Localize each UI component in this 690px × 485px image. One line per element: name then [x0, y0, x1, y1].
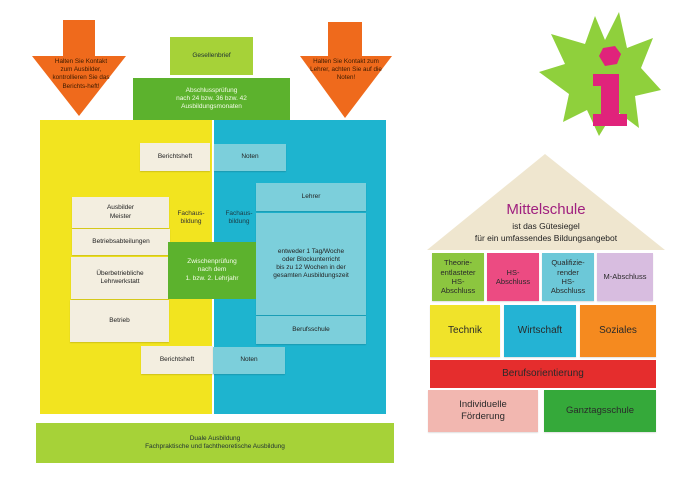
duale-ausbildung-card: Duale Ausbildung Fachpraktische und fach… [36, 423, 394, 463]
info-badge [539, 12, 661, 136]
lehrer-card: Lehrer [256, 183, 366, 211]
noten-bottom-label: Noten [240, 356, 258, 364]
house-card-wirtschaft: Wirtschaft [504, 305, 576, 357]
info-icon [593, 74, 627, 126]
gesellenbrief-label: Gesellenbrief [192, 51, 231, 59]
betriebsabteilungen-card: Betriebsabteilungen [72, 229, 170, 255]
arrow-right [300, 22, 392, 118]
berichtsheft-top-label: Berichtsheft [157, 152, 193, 160]
noten-top-label: Noten [241, 153, 259, 161]
zwischen-line-3: 1. bzw. 2. Lehrjahr [185, 274, 239, 282]
fachausbildung-betrieb-line-2: bildung [180, 218, 202, 225]
house-card-soziales: Soziales [580, 305, 656, 357]
abschluss-line-1: Abschlussprüfung [185, 86, 238, 94]
fachausbildung-betrieb-label: Fachaus- bildung [172, 205, 210, 231]
unterricht-line-4: gesamten Ausbildungszeit [273, 272, 349, 280]
unterricht-line-2: oder Blockunterricht [282, 255, 340, 263]
house-card-theorie-entlasteter-hs-abschluss: Theorie- entlasteter HS- Abschluss [432, 253, 484, 301]
berufsschule-label: Berufsschule [292, 325, 330, 333]
berichtsheft-bottom-label: Berichtsheft [159, 355, 195, 363]
house-card-technik: Technik [430, 305, 500, 357]
zwischenpruefung-card: Zwischenprüfung nach dem 1. bzw. 2. Lehr… [168, 242, 256, 299]
ausbilder-line-2: Meister [109, 212, 132, 220]
house-card-individuelle-förderung: Individuelle Förderung [428, 390, 538, 432]
unterricht-card: entweder 1 Tag/Woche oder Blockunterrich… [256, 213, 366, 315]
berichtsheft-top-card: Berichtsheft [140, 143, 210, 171]
info-icon-dot [599, 46, 621, 66]
fachausbildung-schule-label: Fachaus- bildung [222, 205, 256, 231]
house-roof [427, 154, 665, 250]
ueberbetriebliche-card: Überbetriebliche Lehrwerkstatt [71, 257, 169, 299]
fachausbildung-betrieb-line-1: Fachaus- [177, 209, 205, 217]
betrieb-card: Betrieb [70, 300, 169, 342]
noten-top-card: Noten [214, 144, 286, 171]
arrow-right-text: Halten Sie Kontakt zum Lehrer, achten Si… [310, 58, 382, 82]
duale-line-2: Fachpraktische und fachtheoretische Ausb… [145, 443, 285, 450]
gesellenbrief-card: Gesellenbrief [170, 37, 253, 75]
duale-line-1: Duale Ausbildung [189, 434, 241, 442]
fachausbildung-schule-line-2: bildung [228, 218, 250, 225]
ausbilder-line-1: Ausbilder [106, 204, 135, 212]
berufsschule-card: Berufsschule [256, 316, 366, 344]
berufsorientierung-card: Berufsorientierung [430, 360, 656, 388]
house-subtitle-1: ist das Gütesiegel [512, 221, 580, 231]
ueberbetriebliche-line-1: Überbetriebliche [96, 269, 144, 277]
house-card-ganztagsschule: Ganztagsschule [544, 390, 656, 432]
abschlusspruefung-card: Abschlussprüfung nach 24 bzw. 36 bzw. 42… [133, 78, 290, 120]
arrow-left [32, 20, 126, 116]
house-card-hs-abschluss: HS- Abschluss [487, 253, 539, 301]
noten-bottom-card: Noten [213, 347, 285, 374]
berufsorientierung-label: Berufsorientierung [502, 367, 584, 379]
betrieb-label: Betrieb [109, 316, 130, 324]
ausbilder-card: Ausbilder Meister [72, 197, 169, 228]
lehrer-label: Lehrer [301, 192, 321, 200]
house-card-m-abschluss: M-Abschluss [597, 253, 653, 301]
zwischen-line-1: Zwischenprüfung [187, 258, 237, 266]
house-subtitle-2: für ein umfassendes Bildungsangebot [474, 233, 618, 243]
ueberbetriebliche-line-2: Lehrwerkstatt [100, 278, 140, 285]
house-card-qualifizie-render-hs-abschluss: Qualifizie- render HS- Abschluss [542, 253, 594, 301]
zwischen-line-2: nach dem [197, 266, 227, 274]
fachausbildung-schule-line-1: Fachaus- [225, 209, 253, 217]
abschluss-line-3: Ausbildungsmonaten [181, 103, 242, 111]
berichtsheft-bottom-card: Berichtsheft [141, 346, 213, 374]
betriebsabteilungen-label: Betriebsabteilungen [92, 237, 150, 245]
house-title: Mittelschule [506, 201, 586, 218]
unterricht-line-1: entweder 1 Tag/Woche [277, 247, 345, 255]
arrow-left-text: Halten Sie Kontakt zum Ausbilder, kontro… [52, 58, 110, 90]
unterricht-line-3: bis zu 12 Wochen in der [276, 264, 346, 271]
abschluss-line-2: nach 24 bzw. 36 bzw. 42 [176, 94, 247, 102]
